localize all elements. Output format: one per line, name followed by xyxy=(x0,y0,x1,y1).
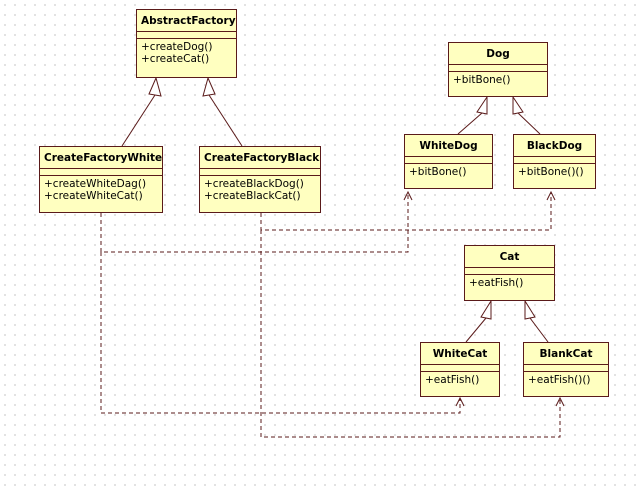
class-cat[interactable]: Cat +eatFish() xyxy=(464,245,555,301)
class-name: Cat xyxy=(465,246,554,268)
dependency-arrowhead xyxy=(555,396,565,407)
dependency-arrowhead xyxy=(546,190,556,201)
class-name: WhiteDog xyxy=(405,135,492,157)
operation: +createCat() xyxy=(141,53,210,65)
attributes-compartment xyxy=(40,169,162,176)
operation: +createDog() xyxy=(141,41,213,53)
operations-compartment: +bitBone() xyxy=(405,164,492,180)
class-name: BlackDog xyxy=(514,135,595,157)
operations-compartment: +bitBone()() xyxy=(514,164,595,180)
operation: +createBlackCat() xyxy=(204,190,301,202)
class-white-cat[interactable]: WhiteCat +eatFish() xyxy=(420,342,500,397)
inherit-arrowhead xyxy=(202,76,216,97)
operation: +bitBone() xyxy=(453,74,511,86)
operations-compartment: +eatFish() xyxy=(465,275,554,291)
operations-compartment: +eatFish()() xyxy=(524,372,608,388)
operation: +bitBone()() xyxy=(518,166,584,178)
operation: +eatFish()() xyxy=(528,374,591,386)
dependency-white-factory-to-white-cat xyxy=(100,252,461,414)
inherit-arrowhead xyxy=(480,299,492,320)
inherit-line-black-factory xyxy=(208,94,243,147)
attributes-compartment xyxy=(405,157,492,164)
operation: +eatFish() xyxy=(469,277,524,289)
dependency-black-factory-to-blank-cat xyxy=(260,230,561,438)
inherit-line-white-dog xyxy=(457,112,483,135)
operation: +bitBone() xyxy=(409,166,467,178)
class-name: Dog xyxy=(449,43,547,65)
attributes-compartment xyxy=(137,32,236,39)
dependency-black-factory-to-black-dog xyxy=(260,192,552,231)
inherit-arrowhead xyxy=(476,95,488,115)
operations-compartment: +createWhiteDag() +createWhiteCat() xyxy=(40,176,162,204)
class-dog[interactable]: Dog +bitBone() xyxy=(448,42,548,97)
operations-compartment: +createBlackDog() +createBlackCat() xyxy=(200,176,320,204)
attributes-compartment xyxy=(514,157,595,164)
operations-compartment: +eatFish() xyxy=(421,372,499,388)
class-name: AbstractFactory xyxy=(137,10,236,32)
attributes-compartment xyxy=(524,365,608,372)
inherit-arrowhead xyxy=(524,299,536,320)
operation: +createWhiteCat() xyxy=(44,190,143,202)
attributes-compartment xyxy=(421,365,499,372)
operations-compartment: +bitBone() xyxy=(449,72,547,88)
operation: +createWhiteDag() xyxy=(44,178,147,190)
attributes-compartment xyxy=(449,65,547,72)
attributes-compartment xyxy=(200,169,320,176)
class-create-factory-white[interactable]: CreateFactoryWhite +createWhiteDag() +cr… xyxy=(39,146,163,213)
inherit-line-white-cat xyxy=(465,317,487,343)
class-abstract-factory[interactable]: AbstractFactory +createDog() +createCat(… xyxy=(136,9,237,78)
class-name: CreateFactoryBlack xyxy=(200,147,320,169)
class-black-dog[interactable]: BlackDog +bitBone()() xyxy=(513,134,596,189)
inherit-line-blank-cat xyxy=(529,317,549,343)
class-create-factory-black[interactable]: CreateFactoryBlack +createBlackDog() +cr… xyxy=(199,146,321,213)
inherit-arrowhead xyxy=(148,76,162,97)
inherit-line-black-dog xyxy=(517,112,541,135)
class-blank-cat[interactable]: BlankCat +eatFish()() xyxy=(523,342,609,397)
operation: +createBlackDog() xyxy=(204,178,304,190)
class-name: CreateFactoryWhite xyxy=(40,147,162,169)
class-name: WhiteCat xyxy=(421,343,499,365)
dependency-white-factory-to-white-dog xyxy=(100,192,409,253)
dependency-arrowhead xyxy=(403,190,413,201)
inherit-arrowhead xyxy=(512,95,524,115)
attributes-compartment xyxy=(465,268,554,275)
dependency-arrowhead xyxy=(455,396,465,407)
class-name: BlankCat xyxy=(524,343,608,365)
operation: +eatFish() xyxy=(425,374,480,386)
inherit-line-white-factory xyxy=(121,94,156,147)
operations-compartment: +createDog() +createCat() xyxy=(137,39,236,67)
class-white-dog[interactable]: WhiteDog +bitBone() xyxy=(404,134,493,189)
